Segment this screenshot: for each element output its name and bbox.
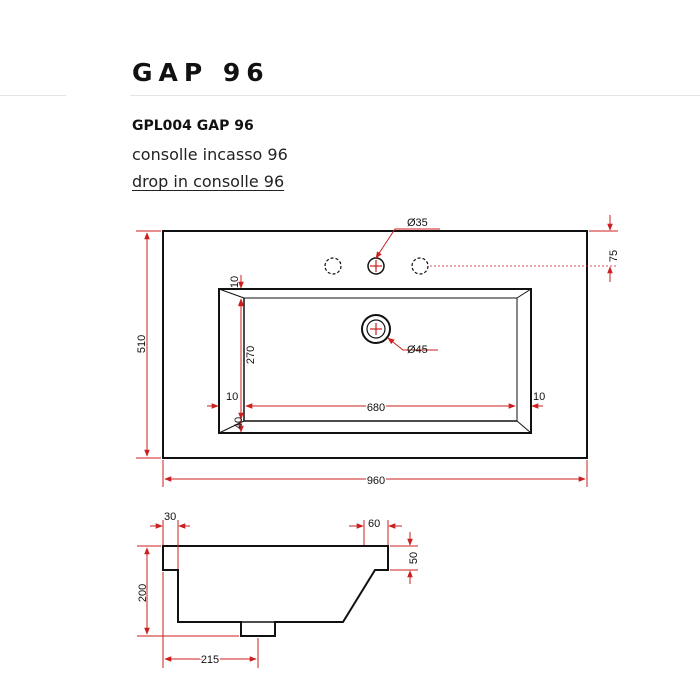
page-title: GAP 96 xyxy=(132,58,270,87)
dim-basin-bottom-offset: 40 xyxy=(233,417,245,429)
dim-hole-label: Ø35 xyxy=(407,217,428,229)
basin-corner-bl xyxy=(218,420,245,434)
dim-basin-top-offset: 10 xyxy=(229,276,241,288)
dim-total-depth: 510 xyxy=(136,335,148,353)
basin-corner-br xyxy=(516,420,532,434)
side-view: 30 60 50 200 215 xyxy=(137,511,420,668)
dim-basin-width: 680 xyxy=(367,402,385,414)
dim-left-lip: 30 xyxy=(164,511,176,523)
leader-drain xyxy=(387,337,438,351)
top-view: Ø35 Ø45 75 510 10 270 10 680 10 40 xyxy=(136,215,620,489)
basin-outer-outline xyxy=(218,288,532,434)
dim-right-lip: 60 xyxy=(368,518,380,530)
basin-corner-tr xyxy=(516,288,532,299)
header-divider xyxy=(0,95,700,96)
product-description-en-link[interactable]: drop in consolle 96 xyxy=(132,172,285,191)
basin-corner-tl xyxy=(218,288,245,299)
dim-right-margin: 10 xyxy=(533,391,545,403)
drain-outer xyxy=(361,314,391,344)
dim-right-offset: 75 xyxy=(608,250,620,262)
leader-hole xyxy=(375,228,440,259)
dim-total-width: 960 xyxy=(367,475,385,487)
side-profile-outline xyxy=(162,545,389,637)
product-code: GPL004 GAP 96 xyxy=(132,118,254,134)
dim-basin-depth: 270 xyxy=(245,346,257,364)
product-description-it: consolle incasso 96 xyxy=(132,145,288,164)
countertop-outline xyxy=(162,230,588,459)
dim-top-thickness: 50 xyxy=(408,552,420,564)
dim-drain-label: Ø45 xyxy=(407,344,428,356)
dim-drain-offset: 215 xyxy=(201,654,219,666)
dim-left-margin: 10 xyxy=(226,391,238,403)
tap-hole-right xyxy=(411,257,429,275)
divider-gap xyxy=(66,92,130,98)
tap-hole-left xyxy=(324,257,342,275)
dim-height: 200 xyxy=(137,584,149,602)
drain-inner xyxy=(366,319,386,339)
